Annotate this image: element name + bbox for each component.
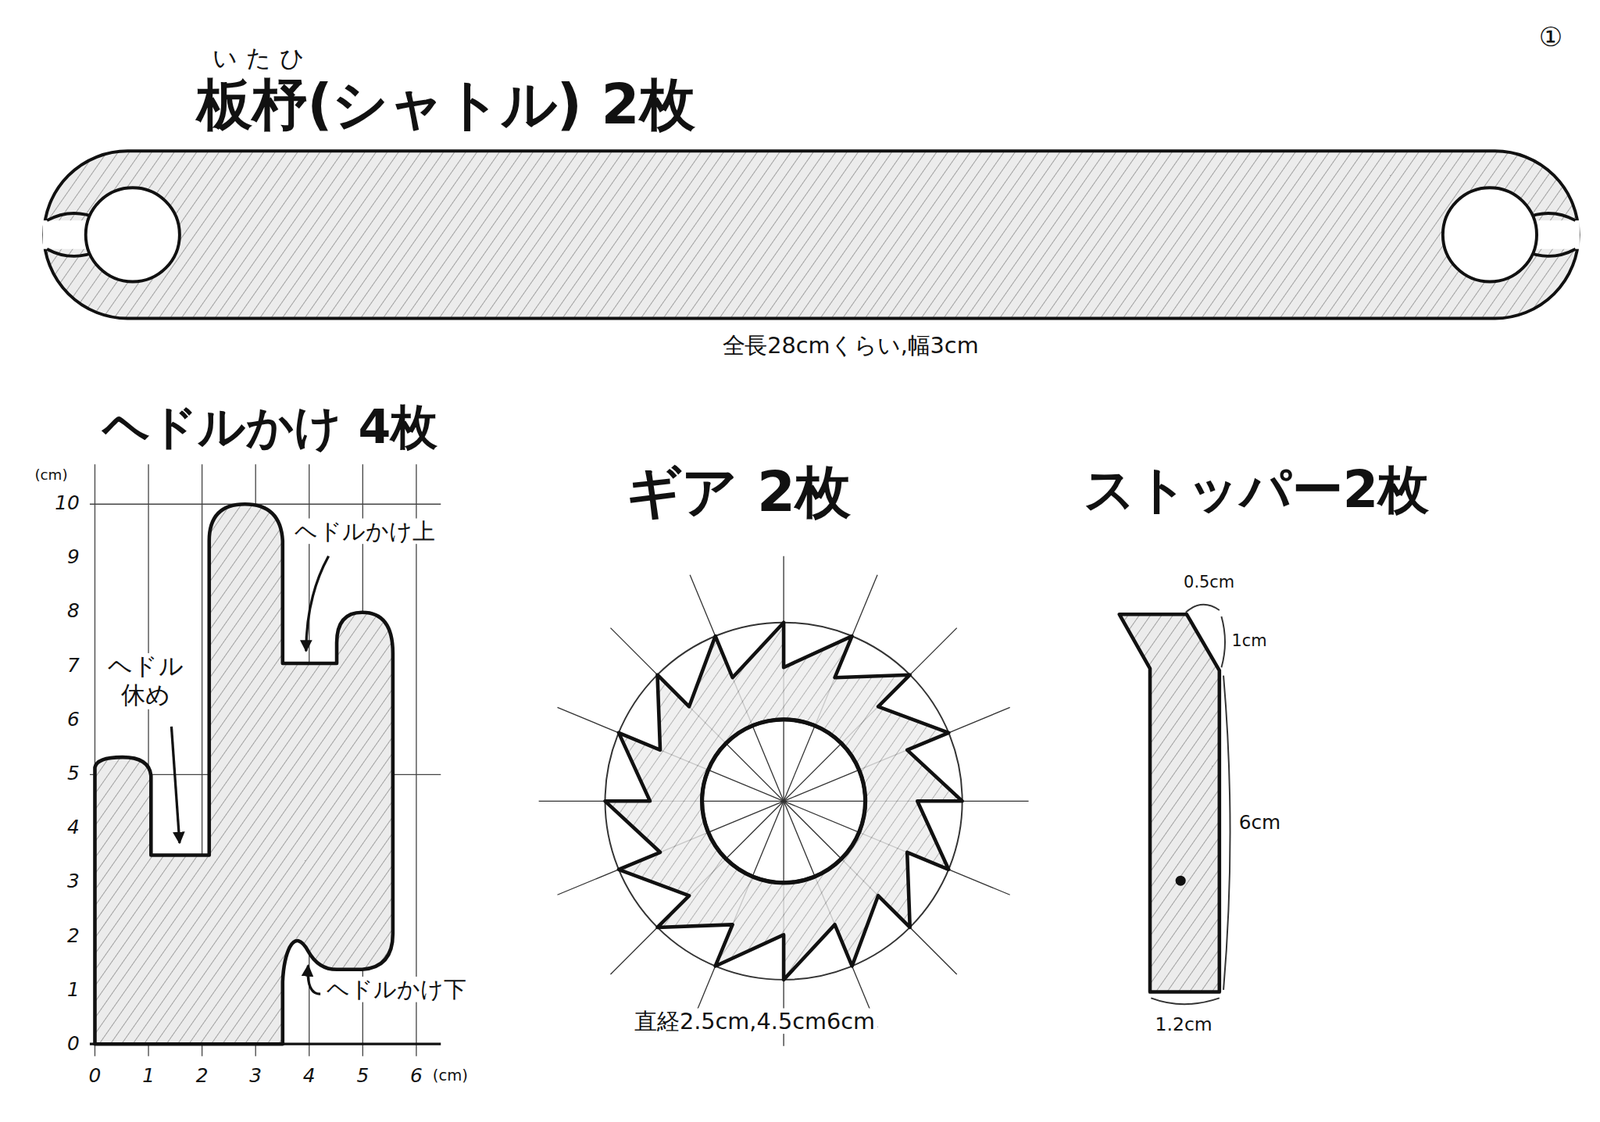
axis-tick: 5: [356, 1064, 369, 1087]
axis-tick-holder: 0: [67, 1032, 80, 1056]
grid: [89, 464, 441, 1057]
axis-tick-holder: 4: [67, 816, 80, 840]
part-title-holder: ギア 2枚: [625, 460, 851, 525]
axis-tick: 2: [196, 1064, 209, 1087]
axis-unit: (cm): [34, 466, 68, 483]
dimension-note: 全長28cmくらい,幅3cm: [722, 332, 979, 359]
axis-tick-holder: 6: [410, 1064, 423, 1087]
axis-tick: 4: [303, 1064, 316, 1087]
axis-tick: 8: [67, 600, 80, 623]
dimension-holder: 1cm: [1231, 631, 1267, 650]
dimension: 0.5cm: [1183, 573, 1235, 593]
axis-tick: 4: [67, 816, 80, 840]
dimension-note-holder: 全長28cmくらい,幅3cm: [722, 332, 979, 359]
shuttle-drawing: [42, 150, 1580, 318]
callout-label: ヘドルかけ上: [292, 518, 437, 545]
stopper-drawing: [1119, 604, 1231, 1004]
axis-unit-holder: (cm): [432, 1066, 468, 1086]
dimension-holder: 6cm: [1239, 810, 1282, 834]
axis-tick-holder: 0: [89, 1064, 102, 1087]
callout-label-holder: ヘドルかけ下: [324, 976, 468, 1003]
axis-tick: 1: [142, 1064, 155, 1087]
axis-tick-holder: 3: [67, 870, 80, 893]
axis-unit: (cm): [432, 1067, 468, 1086]
leader-arrows: [171, 556, 329, 994]
page-number-holder: ①: [1539, 22, 1563, 54]
axis-tick: 6: [410, 1064, 423, 1087]
axis-unit-holder: (cm): [34, 465, 68, 485]
axis-tick-holder: 4: [303, 1064, 316, 1087]
axis-tick-holder: 5: [67, 762, 80, 786]
axis-tick: 9: [67, 546, 80, 569]
furigana-holder: いたひ: [212, 44, 314, 73]
axis-tick-holder: 9: [67, 546, 80, 569]
callout-label-holder: ヘドルかけ上: [292, 518, 437, 545]
part-title: ギア 2枚: [625, 460, 851, 525]
dimension: 1cm: [1231, 631, 1267, 650]
axis-tick: 5: [67, 762, 80, 786]
dimension-holder: 1.2cm: [1154, 1014, 1212, 1036]
heddle-holder-drawing: [94, 503, 393, 1044]
axis-tick-holder: 10: [54, 492, 80, 515]
furigana: いたひ: [212, 44, 314, 73]
callout-label: ヘドルかけ下: [324, 976, 468, 1003]
axis-tick-holder: 1: [67, 978, 80, 1002]
axis-tick: 0: [67, 1032, 80, 1056]
callout-label-holder: ヘドル 休め: [103, 653, 190, 710]
axis-tick-holder: 6: [67, 708, 80, 732]
gear-drawing: [539, 556, 1029, 1047]
axis-tick-holder: 3: [249, 1064, 262, 1087]
axis-tick: 6: [67, 708, 80, 732]
axis-tick: 0: [89, 1064, 102, 1087]
axis-tick: 3: [67, 870, 80, 893]
part-title: 板杼(シャトル) 2枚: [196, 73, 695, 137]
part-title: ストッパー2枚: [1083, 460, 1430, 520]
axis-tick: 1: [67, 978, 80, 1002]
axis-tick: 3: [249, 1064, 262, 1087]
axis-tick-holder: 2: [67, 924, 80, 947]
axis-tick: 10: [54, 492, 80, 515]
axis-tick-holder: 1: [142, 1064, 155, 1087]
part-title-holder: ストッパー2枚: [1083, 460, 1430, 520]
axis-tick-holder: 2: [196, 1064, 209, 1087]
dimension-note: 直経2.5cm,4.5cm6cm: [632, 1007, 878, 1034]
part-title: ヘドルかけ 4枚: [102, 400, 439, 454]
dimension: 1.2cm: [1154, 1014, 1212, 1036]
part-title-holder: ヘドルかけ 4枚: [102, 400, 439, 454]
page-number: ①: [1539, 22, 1563, 54]
dimension-holder: 0.5cm: [1183, 573, 1235, 593]
axis-tick-holder: 8: [67, 600, 80, 623]
dimension-note-holder: 直経2.5cm,4.5cm6cm: [632, 1007, 878, 1034]
axis-tick-holder: 7: [67, 653, 80, 677]
axis-tick-holder: 5: [356, 1064, 369, 1087]
dimension: 6cm: [1239, 810, 1282, 834]
part-title-holder: 板杼(シャトル) 2枚: [196, 73, 695, 137]
axis-tick: 2: [67, 924, 80, 947]
axis-tick: 7: [67, 653, 80, 677]
callout-label: ヘドル 休め: [103, 653, 190, 710]
